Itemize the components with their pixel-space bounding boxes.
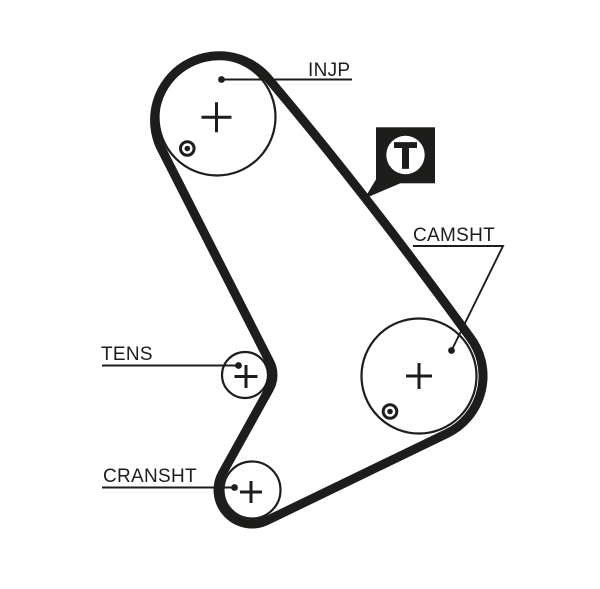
camsht-alignment-mark (381, 403, 399, 420)
badge-letter: T (395, 135, 417, 176)
injp-leader (218, 76, 352, 83)
timing-mark-badge: T (364, 127, 435, 199)
injp-label: INJP (308, 60, 350, 81)
injp-mark-dot (184, 145, 191, 152)
camsht-mark-dot (387, 408, 393, 415)
camsht-leader-line (413, 245, 505, 351)
badge-circle (386, 135, 425, 175)
tens-center-cross (234, 365, 258, 388)
cransht-leader (102, 484, 238, 491)
camsht-center-cross (406, 363, 432, 389)
tens-leader-dot (235, 362, 242, 369)
cransht-center-cross (240, 481, 262, 503)
cransht-leader-dot (231, 484, 238, 491)
timing-belt (150, 51, 488, 529)
tens-label: TENS (101, 344, 153, 365)
camsht-leader (413, 245, 505, 354)
tens-leader (102, 362, 242, 369)
cransht-label: CRANSHT (103, 466, 197, 487)
camsht-label: CAMSHT (413, 225, 495, 246)
injp-alignment-mark (179, 140, 196, 157)
camsht-leader-dot (448, 347, 455, 354)
injp-center-cross (201, 102, 232, 133)
injp-leader-dot (218, 76, 225, 83)
